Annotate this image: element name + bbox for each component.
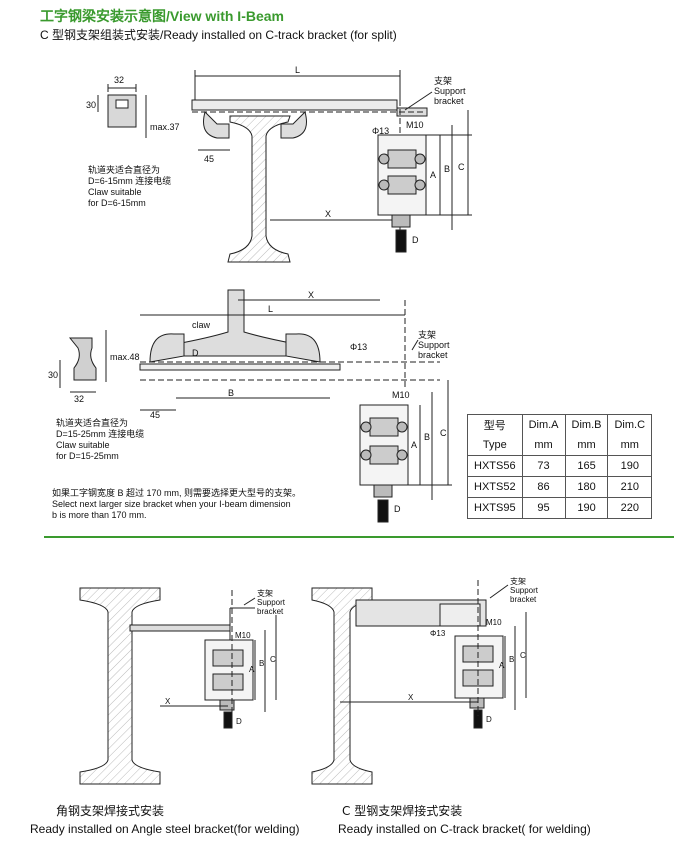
support-en1-1: Support [434,86,466,96]
clamp-right-2 [285,333,321,363]
dim-X-2: X [308,290,314,300]
support-cn-1: 支架 [434,75,452,86]
dim-C-2: C [440,428,447,438]
dimension-table: 型号 Dim.A Dim.B Dim.C Type mm mm mm HXTS5… [467,414,653,519]
support-en1-2: Support [418,340,450,350]
dim-45-1: 45 [204,154,214,164]
table-header-dimc: Dim.C [607,414,653,435]
dim-D-1: D [412,235,419,245]
cable-4 [473,709,483,729]
carriage-3 [204,639,254,701]
dim-B-2: B [424,432,430,442]
support-en2-1: bracket [434,96,464,106]
dim-45-2: 45 [150,410,160,420]
table-header-dima: Dim.A [521,414,566,435]
dim-D-top-2: D [192,348,199,358]
ibeam-top-flange-1 [191,99,398,111]
dim-X-3: X [165,697,171,706]
phi13-4: Φ13 [430,629,446,638]
claw-label-2: claw [192,320,211,330]
page-title: 工字钢梁安装示意图/View with I-Beam [40,8,284,24]
m10-3: M10 [235,631,251,640]
section-divider [44,536,674,538]
ibeam-section-4 [311,587,373,785]
dim-L-1: L [295,65,300,75]
page-subtitle: C 型钢支架组装式安装/Ready installed on C-track b… [40,28,397,42]
caption-cn-4: C 型钢支架焊接式安装 [342,804,463,818]
support-cn-4: 支架 [510,576,526,586]
dim-B-4: B [509,655,514,664]
dim-B-3: B [259,659,264,668]
dim-A-4: A [499,661,505,670]
cable-2 [377,499,389,523]
clamp-right-1 [280,111,307,139]
dim-A-2: A [411,440,417,450]
dim-C-3: C [270,655,276,664]
dim-D-4: D [486,715,492,724]
dim-A-3: A [249,665,255,674]
cable-1 [395,229,407,253]
support-en1-4: Support [510,586,539,595]
warning-note: 如果工字钢宽度 B 超过 170 mm, 则需要选择更大型号的支架。 Selec… [52,488,302,520]
claw-height-label-1: 30 [86,100,96,110]
ibeam-section-3 [79,587,161,785]
claw-detail-2 [68,337,97,381]
claw-max-label-1: max.37 [150,122,180,132]
m10-1: M10 [406,120,424,130]
carriage-1 [377,134,427,216]
m10-2: M10 [392,390,410,400]
dim-C-4: C [520,651,526,660]
rail-section-2 [175,289,297,357]
dim-X-4: X [408,693,414,702]
m10-4: M10 [486,618,502,627]
angle-bracket-3 [129,624,231,632]
phi13-1: Φ13 [372,126,389,136]
claw-width-label-2: 32 [74,394,84,404]
ibeam-section-1 [227,115,291,263]
caption-en-3: Ready installed on Angle steel bracket(f… [30,822,300,836]
claw-width-label-1: 32 [114,75,124,85]
claw-note-2: 轨道夹适合直径为 D=15-25mm 连接电缆 Claw suitable fo… [56,418,145,461]
claw-max-label-2: max.48 [110,352,140,362]
clamp-left-2 [149,333,185,363]
dim-C-1: C [458,162,465,172]
dim-A-1: A [430,170,436,180]
table-header-dimb: Dim.B [564,414,609,435]
carriage-4 [454,635,504,699]
support-en2-3: bracket [257,607,284,616]
dim-B-bottom-2: B [228,388,234,398]
caption-cn-3: 角钢支架焊接式安装 [56,804,165,818]
support-cn-2: 支架 [418,329,436,340]
table-header-type: 型号 [467,414,523,435]
phi13-2: Φ13 [350,342,367,352]
clamp-left-1 [203,111,230,139]
dim-D-3: D [236,717,242,726]
support-en1-3: Support [257,598,286,607]
claw-height-label-2: 30 [48,370,58,380]
dim-L-2: L [268,304,273,314]
support-en2-2: bracket [418,350,448,360]
dim-B-1: B [444,164,450,174]
dim-D-2: D [394,504,401,514]
support-en2-4: bracket [510,595,537,604]
claw-note-1: 轨道夹适合直径为 D=6-15mm 连接电缆 Claw suitable for… [88,165,172,208]
cable-3 [223,711,233,729]
dim-X-1: X [325,209,331,219]
support-cn-3: 支架 [257,588,273,598]
caption-en-4: Ready installed on C-track bracket( for … [338,822,591,836]
